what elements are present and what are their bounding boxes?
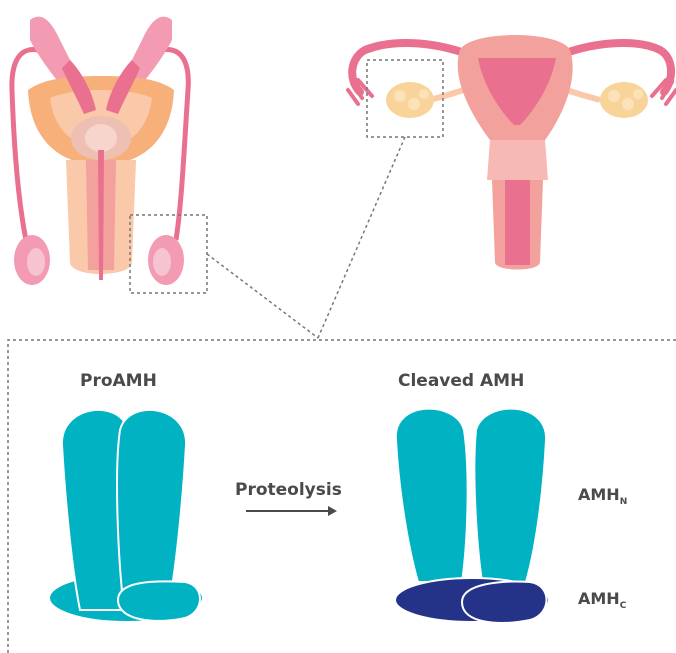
cleaved-left-n-domain: [396, 409, 468, 582]
arrow-head: [328, 506, 337, 516]
proamh-right-c-lobe: [118, 581, 200, 621]
right-fimbriae: [652, 80, 676, 104]
cervix: [487, 140, 548, 180]
left-ovary-follicle: [408, 98, 420, 110]
right-ovary-follicle: [633, 89, 643, 99]
vaginal-canal: [505, 180, 530, 265]
connector-line-ovary: [318, 137, 405, 338]
left-ovary-follicle: [394, 90, 406, 102]
right-ovary-follicle: [608, 90, 620, 102]
amh-c-subscript: C: [620, 601, 627, 611]
amh-n-label: AMHN: [578, 485, 627, 507]
female-reproductive-illustration: [348, 35, 676, 270]
cleaved-amh-molecule: [395, 409, 549, 623]
right-testis-highlight: [153, 248, 171, 276]
right-ovary-follicle: [622, 98, 634, 110]
amh-c-main: AMH: [578, 589, 620, 608]
cleaved-amh-label: Cleaved AMH: [398, 371, 524, 391]
left-ovary-follicle: [419, 89, 429, 99]
prostate-inner: [85, 124, 117, 152]
proamh-molecule: [49, 410, 203, 622]
connector-line-testis: [207, 254, 318, 338]
left-fimbriae: [348, 80, 372, 104]
left-testis-highlight: [27, 248, 45, 276]
male-reproductive-illustration: [12, 17, 188, 285]
proteolysis-arrow: [246, 506, 337, 516]
amh-n-subscript: N: [620, 497, 628, 507]
cleaved-right-n-domain: [474, 409, 546, 582]
urethra: [98, 150, 104, 280]
proteolysis-label: Proteolysis: [235, 480, 342, 500]
amh-c-label: AMHC: [578, 589, 626, 611]
amh-n-main: AMH: [578, 485, 620, 504]
proamh-label: ProAMH: [80, 371, 157, 391]
cleaved-right-c-lobe: [462, 582, 547, 623]
